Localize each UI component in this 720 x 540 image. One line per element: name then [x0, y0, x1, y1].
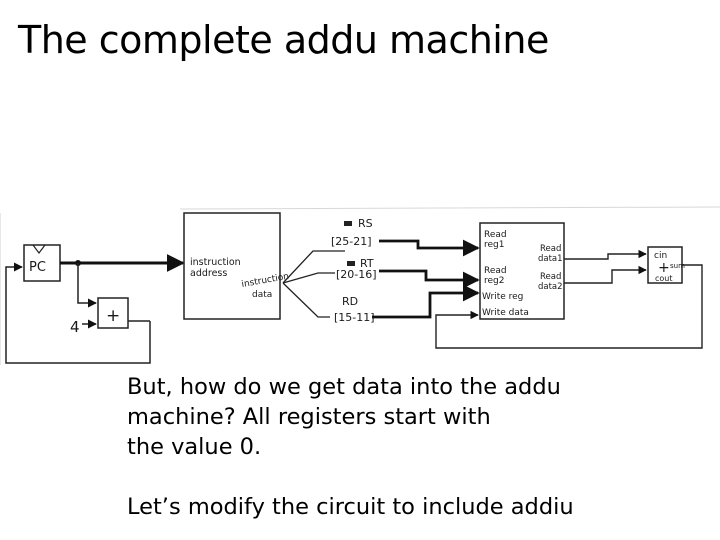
- rt-bits: [20-16]: [336, 268, 377, 281]
- imem-address-label-1: instruction: [190, 257, 241, 268]
- alu-sum-label: sum: [670, 262, 685, 270]
- read-reg2-label-2: reg2: [484, 276, 504, 286]
- read-data2-label-2: data2: [538, 282, 563, 292]
- slide-title: The complete addu machine: [18, 18, 549, 62]
- read-reg1-label-1: Read: [484, 230, 507, 240]
- body-line-1: But, how do we get data into the addu: [127, 374, 561, 400]
- pc-adder: +: [97, 297, 129, 329]
- alu-cin-label: cin: [654, 251, 667, 261]
- rs-bits: [25-21]: [331, 235, 372, 248]
- read-reg1-label-2: reg1: [484, 240, 504, 250]
- adder-plus-label: +: [106, 306, 120, 326]
- rs-label: RS: [358, 217, 373, 230]
- read-data2-label-1: Read: [540, 272, 561, 282]
- rs-field: RS [25-21]: [331, 217, 373, 248]
- imem-data-label-2: data: [252, 290, 272, 300]
- rd-field: RD [15-11]: [334, 295, 375, 324]
- imem-address-label-2: address: [190, 268, 227, 279]
- paragraph-gap: [127, 462, 607, 492]
- alu-adder: cin + sum cout: [647, 246, 685, 284]
- pc-label: PC: [29, 260, 46, 275]
- body-line-4: Let’s modify the circuit to include addi…: [127, 494, 574, 520]
- rd-label: RD: [342, 295, 358, 308]
- constant-four-label: 4: [70, 318, 80, 336]
- addu-circuit-diagram: PC + 4 instruction address instruction d…: [0, 206, 720, 365]
- write-reg-label: Write reg: [482, 292, 523, 302]
- pc-register: PC: [23, 244, 61, 282]
- body-line-2: machine? All registers start with: [127, 404, 491, 430]
- read-reg2-label-1: Read: [484, 266, 507, 276]
- instruction-memory: instruction address instruction data: [183, 212, 290, 320]
- register-file: Read reg1 Read reg2 Write reg Write data…: [479, 222, 565, 320]
- rd-bits: [15-11]: [334, 311, 375, 324]
- read-data1-label-1: Read: [540, 244, 561, 254]
- alu-cout-label: cout: [655, 274, 673, 283]
- write-data-label: Write data: [482, 308, 529, 318]
- read-data1-label-2: data1: [538, 254, 563, 264]
- alu-plus-label: +: [658, 260, 670, 276]
- rt-field: RT [20-16]: [336, 257, 377, 281]
- rt-label: RT: [360, 257, 374, 270]
- body-line-3: the value 0.: [127, 434, 262, 460]
- imem-data-label-1: instruction: [241, 272, 290, 290]
- slide-body: But, how do we get data into the addu ma…: [127, 372, 607, 522]
